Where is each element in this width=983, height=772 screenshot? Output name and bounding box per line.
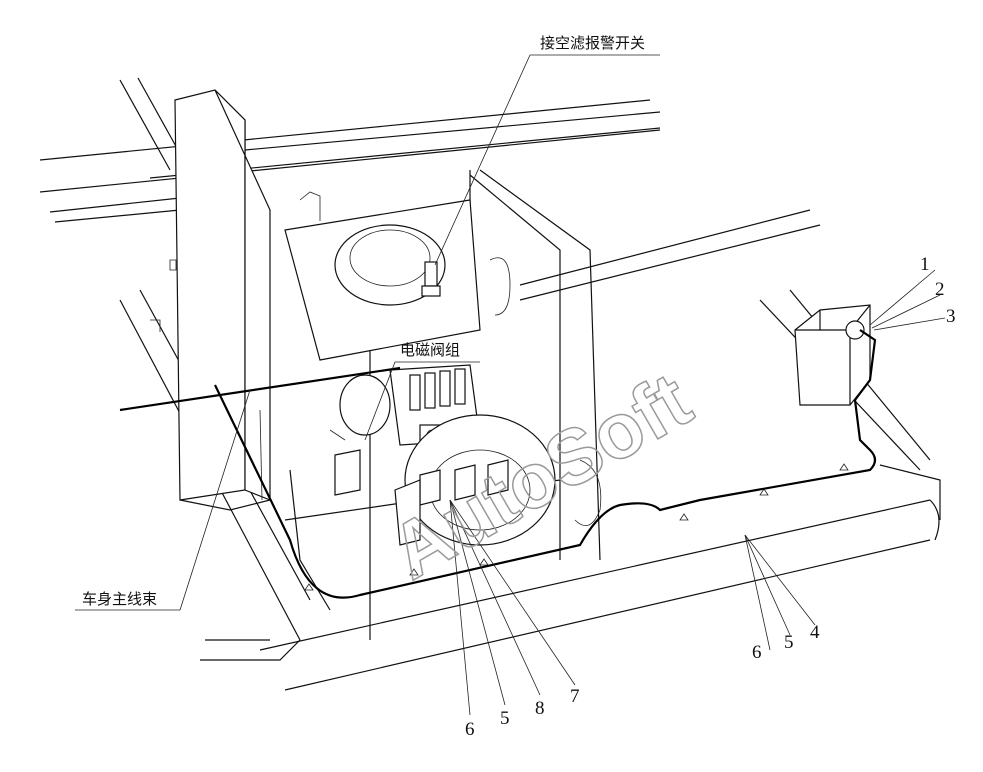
air-filter-alarm-switch [421, 261, 441, 297]
blower-housing [284, 191, 602, 527]
sensor-box [794, 304, 871, 406]
wiring-harness [119, 329, 877, 599]
side-panel [150, 89, 271, 511]
chassis-frame [39, 77, 941, 691]
part-number-4: 4 [810, 622, 820, 643]
part-number-6-center: 6 [465, 719, 475, 740]
part-number-5-right: 5 [784, 632, 794, 653]
part-number-7: 7 [570, 686, 580, 707]
part-number-2: 2 [935, 279, 945, 300]
part-number-8: 8 [535, 698, 545, 719]
part-number-6-right: 6 [752, 642, 762, 663]
label-solenoid-valve-group: 电磁阀组 [400, 341, 460, 359]
lower-blower [334, 414, 556, 546]
leader-lines [75, 54, 946, 716]
part-number-1: 1 [920, 254, 930, 275]
label-air-filter-alarm-switch: 接空滤报警开关 [540, 34, 645, 52]
label-body-main-harness: 车身主线束 [82, 590, 157, 608]
part-number-3: 3 [946, 306, 956, 327]
part-number-5-center: 5 [500, 708, 510, 729]
